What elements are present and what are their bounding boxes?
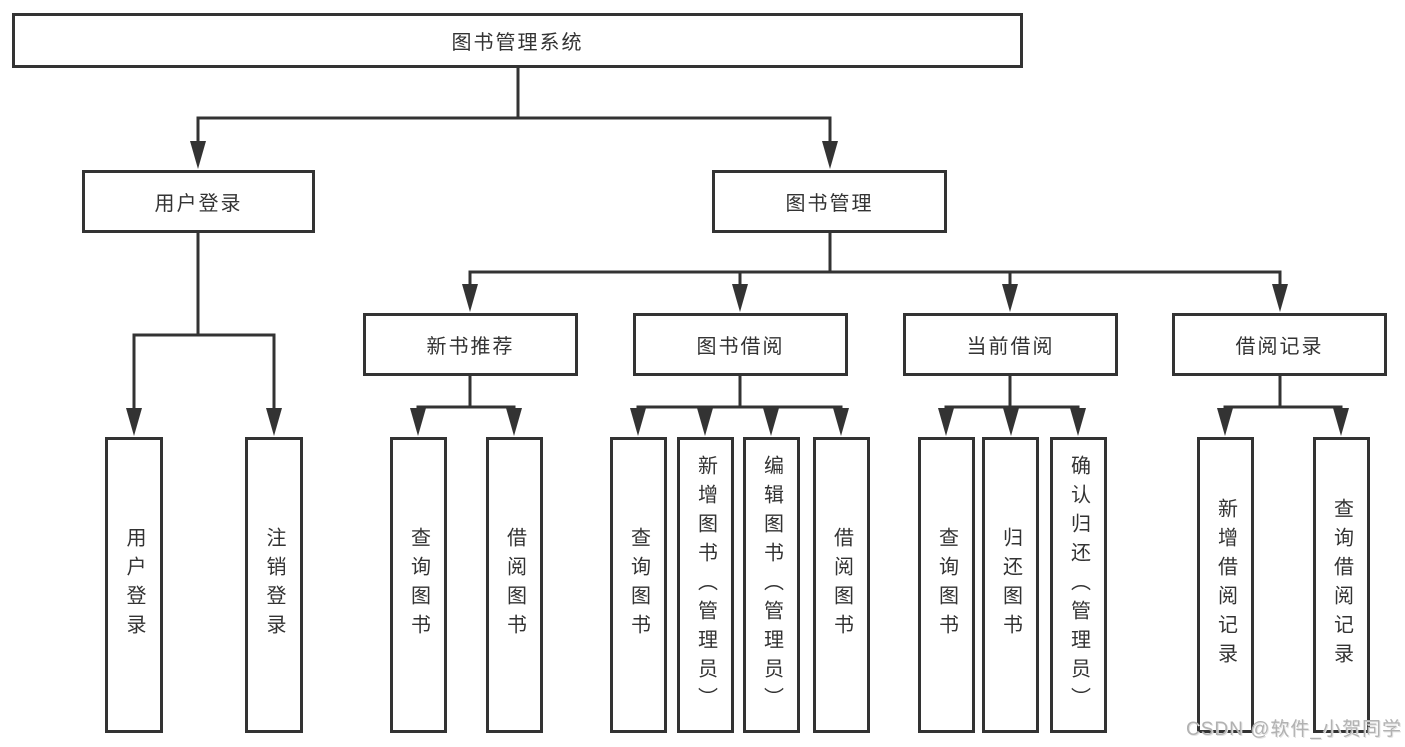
arrowhead-leaf-g5b	[1333, 408, 1349, 436]
arrowhead-leaf-g5a	[1217, 408, 1233, 436]
node-new-book-recommend: 新书推荐	[363, 313, 578, 376]
node-book-borrow-label: 图书借阅	[696, 336, 785, 358]
leaf-add-books-admin-label: 新增图书（管理员）	[694, 454, 717, 716]
node-current-borrow: 当前借阅	[903, 313, 1118, 376]
leaf-query-books-recommend-label: 查询图书	[407, 527, 430, 643]
arrowhead-leaf-g4c	[1070, 408, 1086, 436]
leaf-query-borrow-record-label: 查询借阅记录	[1330, 498, 1353, 672]
leaf-add-borrow-record-label: 新增借阅记录	[1214, 498, 1237, 672]
arrowhead-leaf-g4a	[938, 408, 954, 436]
csdn-watermark: CSDN @软件_小贺同学	[1186, 719, 1402, 740]
node-user-login-label: 用户登录	[154, 193, 243, 215]
arrowhead-currentborrow	[1002, 284, 1018, 312]
arrowhead-leaf-g4b	[1003, 408, 1019, 436]
leaf-add-borrow-record: 新增借阅记录	[1197, 437, 1254, 733]
node-book-management: 图书管理	[712, 170, 947, 233]
leaf-borrow-books-recommend-label: 借阅图书	[503, 527, 526, 643]
arrowhead-newbook	[462, 284, 478, 312]
rail-group1	[132, 333, 276, 412]
leaf-query-books-current-label: 查询图书	[935, 527, 958, 643]
arrowhead-records	[1272, 284, 1288, 312]
node-library-system-label: 图书管理系统	[451, 32, 584, 54]
leaf-query-books-recommend: 查询图书	[390, 437, 447, 733]
node-borrow-records: 借阅记录	[1172, 313, 1387, 376]
leaf-confirm-return-admin: 确认归还（管理员）	[1050, 437, 1107, 733]
arrowhead-book-mgmt	[822, 141, 838, 169]
arrowhead-leaf-g3c	[763, 408, 779, 436]
node-book-borrow: 图书借阅	[633, 313, 848, 376]
leaf-user-login-label: 用户登录	[123, 527, 145, 643]
leaf-add-books-admin: 新增图书（管理员）	[677, 437, 734, 733]
arrowhead-bookborrow	[732, 284, 748, 312]
arrowhead-leaf-g1a	[126, 408, 142, 436]
leaf-logout-login: 注销登录	[245, 437, 303, 733]
arrowheads	[126, 141, 1349, 436]
rail-group5	[1223, 405, 1343, 409]
arrowhead-leaf-g1b	[266, 408, 282, 436]
arrowhead-leaf-g3b	[697, 408, 713, 436]
rail-level2	[196, 116, 832, 144]
leaf-query-borrow-record: 查询借阅记录	[1313, 437, 1370, 733]
rail-group3	[636, 405, 843, 409]
arrowhead-leaf-g2a	[410, 408, 426, 436]
node-library-system: 图书管理系统	[12, 13, 1023, 68]
arrowhead-leaf-g2b	[506, 408, 522, 436]
leaf-borrow-books-borrow: 借阅图书	[813, 437, 870, 733]
rail-group2	[416, 405, 516, 409]
leaf-edit-books-admin: 编辑图书（管理员）	[743, 437, 800, 733]
arrowhead-user-login	[190, 141, 206, 169]
leaf-user-login: 用户登录	[105, 437, 163, 733]
leaf-return-books-label: 归还图书	[999, 527, 1022, 643]
leaf-query-books-current: 查询图书	[918, 437, 975, 733]
node-borrow-records-label: 借阅记录	[1235, 336, 1324, 358]
leaf-query-books-borrow: 查询图书	[610, 437, 667, 733]
leaf-confirm-return-admin-label: 确认归还（管理员）	[1067, 454, 1090, 716]
leaf-logout-login-label: 注销登录	[263, 527, 285, 643]
leaf-borrow-books-recommend: 借阅图书	[486, 437, 543, 733]
node-new-book-recommend-label: 新书推荐	[426, 336, 515, 358]
leaf-edit-books-admin-label: 编辑图书（管理员）	[760, 454, 783, 716]
node-user-login: 用户登录	[82, 170, 315, 233]
leaf-query-books-borrow-label: 查询图书	[627, 527, 650, 643]
arrowhead-leaf-g3d	[833, 408, 849, 436]
node-current-borrow-label: 当前借阅	[966, 336, 1055, 358]
leaf-borrow-books-borrow-label: 借阅图书	[830, 527, 853, 643]
rail-level3	[468, 270, 1282, 286]
leaf-return-books: 归还图书	[982, 437, 1039, 733]
node-book-management-label: 图书管理	[785, 193, 874, 215]
arrowhead-leaf-g3a	[630, 408, 646, 436]
